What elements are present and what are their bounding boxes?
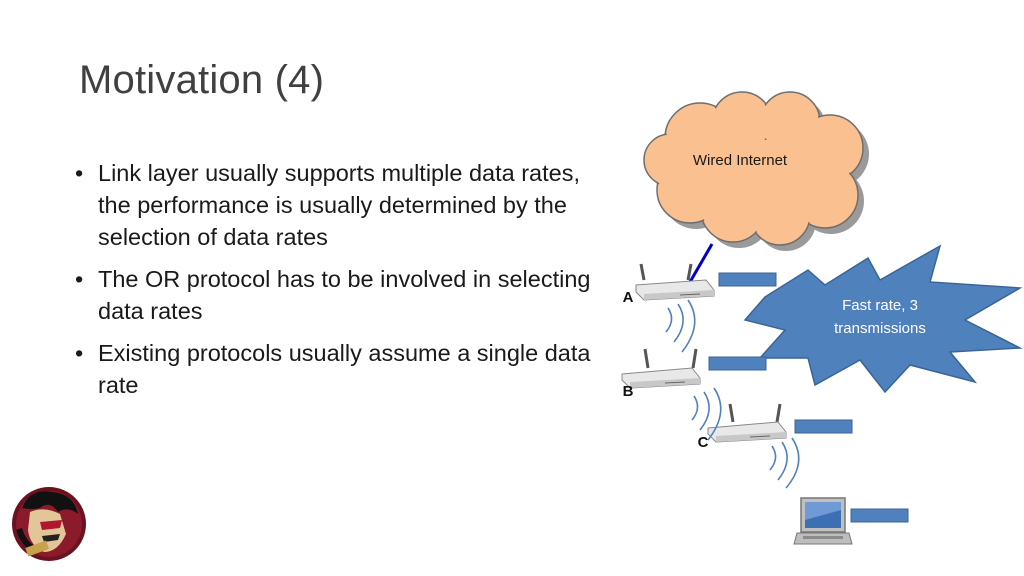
- node-label-a: A: [623, 289, 634, 306]
- node-label-b: B: [623, 383, 634, 400]
- burst-label-line2: transmissions: [834, 320, 926, 337]
- router-icon: [635, 263, 715, 301]
- signal-icon: [665, 299, 696, 353]
- router-icon: [707, 403, 787, 443]
- laptop-icon: [793, 497, 853, 545]
- burst-label-line1: Fast rate, 3: [842, 297, 918, 314]
- bullet-item: Link layer usually supports multiple dat…: [75, 157, 595, 253]
- rate-box: [708, 356, 767, 371]
- cloud-icon: [643, 91, 869, 251]
- wired-link: [688, 243, 714, 283]
- burst-callout: [743, 244, 1023, 394]
- node-label-c: C: [698, 434, 709, 451]
- bullet-list: Link layer usually supports multiple dat…: [75, 157, 595, 411]
- router-icon: [621, 348, 701, 389]
- bullet-item: Existing protocols usually assume a sing…: [75, 337, 595, 401]
- rate-box: [794, 419, 853, 434]
- logo-icon: [12, 487, 86, 561]
- cloud-label: Wired Internet: [693, 152, 788, 169]
- bullet-item: The OR protocol has to be involved in se…: [75, 263, 595, 327]
- rate-box: [718, 272, 777, 287]
- signal-icon: [769, 437, 800, 489]
- signal-icon: [691, 387, 722, 441]
- rate-box: [850, 508, 909, 523]
- slide-title: Motivation (4): [79, 58, 325, 102]
